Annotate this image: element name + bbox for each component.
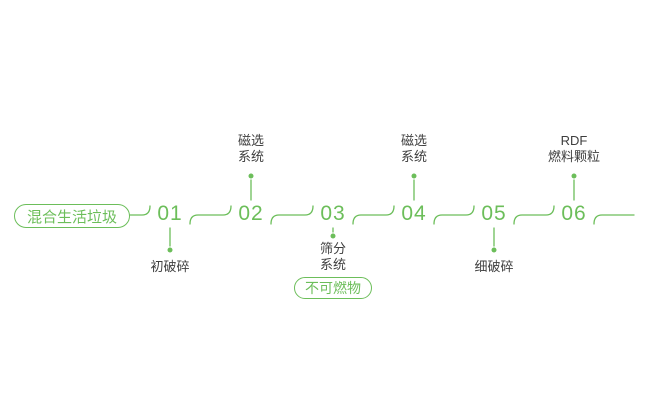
connector-stems	[169, 179, 575, 247]
output-pill-non-combustible: 不可燃物	[294, 277, 372, 299]
output-pill-label: 不可燃物	[305, 280, 361, 296]
source-pill: 混合生活垃圾	[14, 204, 130, 228]
connector-dots	[167, 173, 577, 253]
step-number-05: 05	[481, 202, 507, 225]
step-label-rdf-fuel-pellets: RDF 燃料颗粒	[547, 133, 601, 164]
timeline-line	[129, 205, 635, 225]
step-number-02: 02	[238, 202, 264, 225]
step-number-06: 06	[561, 202, 587, 225]
step-label-screening-system: 筛分 系统	[319, 241, 347, 272]
step-label-fine-crushing: 细破碎	[474, 259, 514, 274]
step-label-magnetic-separation-1: 磁选 系统	[237, 133, 265, 164]
step-label-magnetic-separation-2: 磁选 系统	[400, 133, 428, 164]
step-number-04: 04	[401, 202, 427, 225]
step-label-primary-crushing: 初破碎	[150, 259, 190, 274]
source-pill-label: 混合生活垃圾	[26, 208, 117, 226]
step-number-01: 01	[157, 202, 183, 225]
step-number-03: 03	[320, 202, 346, 225]
